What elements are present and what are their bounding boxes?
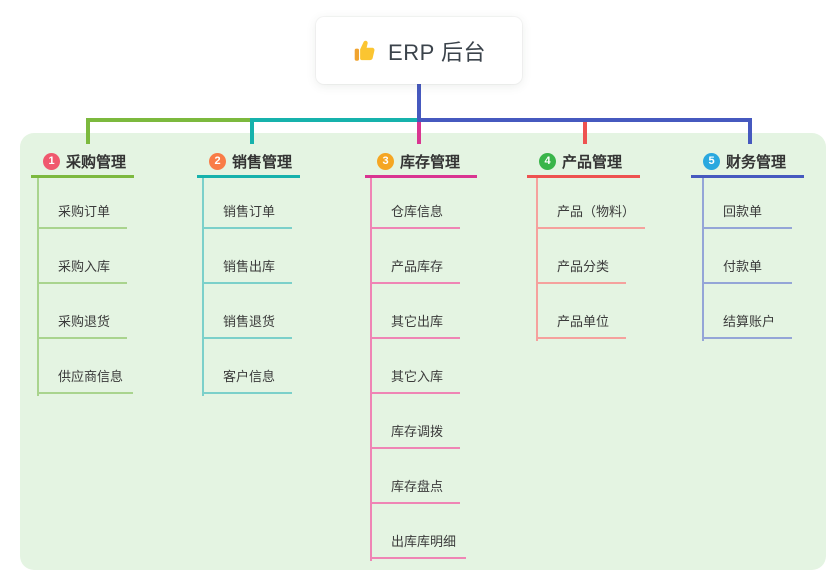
- branch-number-badge: 2: [209, 153, 226, 170]
- thumbs-up-icon: [354, 40, 375, 61]
- branch-label: 库存管理: [400, 154, 461, 171]
- leaf-node[interactable]: 库存调拨: [370, 423, 460, 449]
- root-trunk-line: [417, 84, 421, 122]
- leaf-node[interactable]: 销售出库: [202, 258, 292, 284]
- leaf-node[interactable]: 产品分类: [536, 258, 626, 284]
- branch-label: 产品管理: [562, 154, 623, 171]
- leaf-node[interactable]: 其它出库: [370, 313, 460, 339]
- leaf-node[interactable]: 采购退货: [37, 313, 127, 339]
- branch-node-2[interactable]: 2 销售管理: [197, 148, 300, 178]
- branch-drop-line: [250, 118, 254, 144]
- branch-label: 采购管理: [66, 154, 127, 171]
- leaf-node[interactable]: 仓库信息: [370, 203, 460, 229]
- branch-spine-line: [37, 178, 39, 396]
- leaf-node[interactable]: 销售退货: [202, 313, 292, 339]
- leaf-node[interactable]: 回款单: [702, 203, 792, 229]
- branch-spine-line: [202, 178, 204, 396]
- branch-label: 财务管理: [726, 154, 787, 171]
- branch-label: 销售管理: [232, 154, 293, 171]
- leaf-node[interactable]: 采购订单: [37, 203, 127, 229]
- leaf-node[interactable]: 其它入库: [370, 368, 460, 394]
- bus-segment-sales: [250, 118, 417, 122]
- branch-number-badge: 3: [377, 153, 394, 170]
- branch-spine-line: [536, 178, 538, 341]
- leaf-node[interactable]: 库存盘点: [370, 478, 460, 504]
- bus-segment-finance: [417, 118, 752, 122]
- branch-node-4[interactable]: 4 产品管理: [527, 148, 640, 178]
- leaf-node[interactable]: 付款单: [702, 258, 792, 284]
- bus-segment-purchase: [86, 118, 250, 122]
- branch-drop-line: [583, 118, 587, 144]
- leaf-node[interactable]: 结算账户: [702, 313, 792, 339]
- branch-spine-line: [702, 178, 704, 341]
- branch-node-1[interactable]: 1 采购管理: [31, 148, 134, 178]
- leaf-node[interactable]: 产品单位: [536, 313, 626, 339]
- branch-number-badge: 5: [703, 153, 720, 170]
- leaf-node[interactable]: 客户信息: [202, 368, 292, 394]
- branch-node-5[interactable]: 5 财务管理: [691, 148, 804, 178]
- branch-number-badge: 1: [43, 153, 60, 170]
- branch-drop-line: [748, 118, 752, 144]
- root-node-erp[interactable]: ERP 后台: [316, 17, 522, 84]
- leaf-node[interactable]: 出库库明细: [370, 533, 467, 559]
- leaf-node[interactable]: 供应商信息: [37, 368, 134, 394]
- root-node-title: ERP 后台: [388, 39, 486, 65]
- branch-spine-line: [370, 178, 372, 561]
- leaf-node[interactable]: 销售订单: [202, 203, 292, 229]
- leaf-node[interactable]: 产品（物料）: [536, 203, 646, 229]
- branch-drop-line: [417, 122, 421, 144]
- leaf-node[interactable]: 采购入库: [37, 258, 127, 284]
- branches-panel: [20, 133, 826, 570]
- branch-node-3[interactable]: 3 库存管理: [365, 148, 477, 178]
- leaf-node[interactable]: 产品库存: [370, 258, 460, 284]
- branch-number-badge: 4: [539, 153, 556, 170]
- branch-drop-line: [86, 118, 90, 144]
